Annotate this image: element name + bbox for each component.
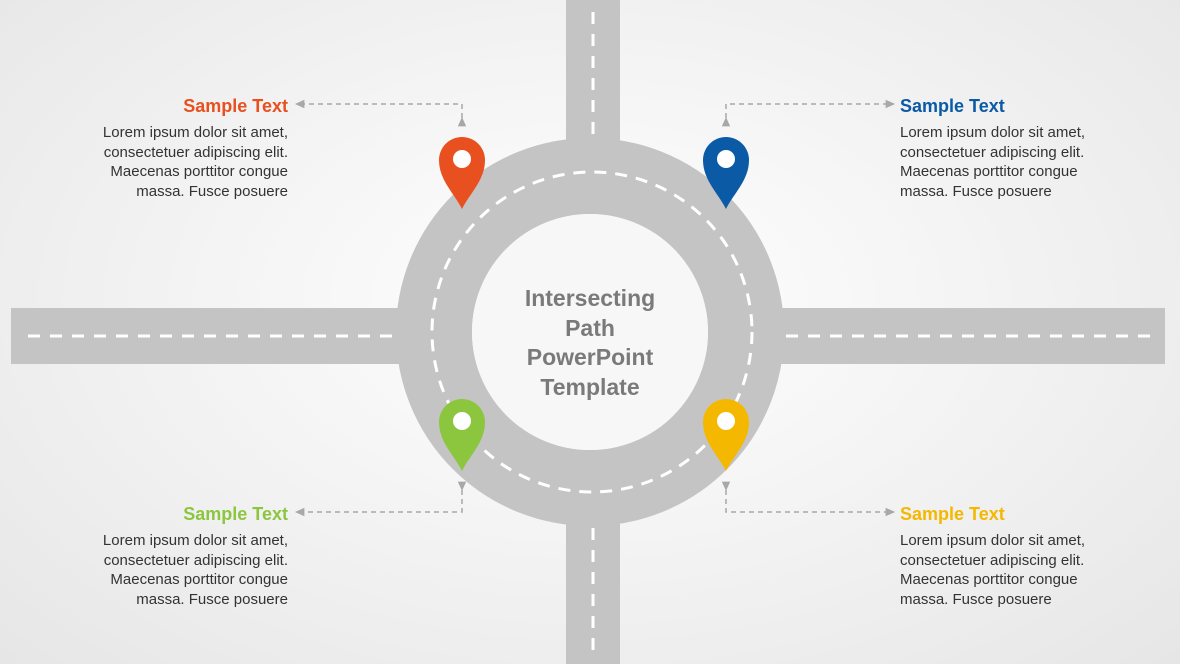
- location-pin-icon-top-right: [703, 137, 749, 209]
- location-pin-icon-bottom-right: [703, 399, 749, 471]
- pin-body: [703, 137, 749, 209]
- roundabout-ring: [396, 138, 784, 526]
- pin-body: [703, 399, 749, 471]
- callout-body-line: consectetuer adipiscing elit.: [103, 551, 288, 569]
- callout-body-line: consectetuer adipiscing elit.: [900, 143, 1085, 161]
- callout-bottom-right: Sample Text Lorem ipsum dolor sit amet, …: [900, 503, 1160, 609]
- callout-title: Sample Text: [183, 96, 288, 116]
- callout-body-line: Lorem ipsum dolor sit amet,: [102, 532, 288, 549]
- connector-bottom-right: [721, 481, 896, 517]
- title-line: Intersecting: [524, 285, 656, 311]
- title-line: PowerPoint: [526, 344, 654, 370]
- callout-body-line: Lorem ipsum dolor sit amet,: [102, 124, 288, 141]
- callout-body: Lorem ipsum dolor sit amet, consectetuer…: [28, 123, 288, 201]
- callout-body: Lorem ipsum dolor sit amet, consectetuer…: [900, 123, 1160, 201]
- connector-bottom-left: [294, 481, 467, 517]
- callout-title: Sample Text: [183, 504, 288, 524]
- callout-body-line: consectetuer adipiscing elit.: [103, 143, 288, 161]
- pin-body: [439, 137, 485, 209]
- callout-body-line: Lorem ipsum dolor sit amet,: [900, 532, 1086, 549]
- title-line: Template: [540, 373, 640, 400]
- location-pin-icon-bottom-left: [439, 399, 485, 471]
- callout-top-left: Sample Text Lorem ipsum dolor sit amet, …: [28, 95, 288, 201]
- callout-body: Lorem ipsum dolor sit amet, consectetuer…: [28, 531, 288, 609]
- callout-body-line: Maecenas porttitor congue: [900, 571, 1078, 588]
- diagram-title: Intersecting Path PowerPoint Template: [470, 284, 710, 402]
- lane-marking-ring: [430, 170, 754, 494]
- roundabout-center: [472, 214, 708, 450]
- connector-top-right: [721, 99, 896, 127]
- location-pin-icon-top-left: [439, 137, 485, 209]
- callout-bottom-left: Sample Text Lorem ipsum dolor sit amet, …: [28, 503, 288, 609]
- connector-top-left: [294, 99, 467, 127]
- callout-body: Lorem ipsum dolor sit amet, consectetuer…: [900, 531, 1160, 609]
- callout-body-line: Maecenas porttitor congue: [900, 163, 1078, 180]
- callout-body-line: massa. Fusce posuere: [900, 182, 1052, 200]
- callout-body-line: massa. Fusce posuere: [136, 182, 288, 200]
- pin-body: [439, 399, 485, 471]
- callout-body-line: Maecenas porttitor congue: [110, 163, 288, 180]
- callout-top-right: Sample Text Lorem ipsum dolor sit amet, …: [900, 95, 1160, 201]
- callout-body-line: Lorem ipsum dolor sit amet,: [900, 124, 1086, 141]
- callout-body-line: massa. Fusce posuere: [900, 590, 1052, 608]
- callout-title: Sample Text: [900, 96, 1005, 116]
- title-line: Path: [565, 314, 615, 341]
- callout-body-line: consectetuer adipiscing elit.: [900, 551, 1085, 569]
- callout-title: Sample Text: [900, 504, 1005, 524]
- callout-body-line: Maecenas porttitor congue: [110, 571, 288, 588]
- callout-body-line: massa. Fusce posuere: [136, 590, 288, 608]
